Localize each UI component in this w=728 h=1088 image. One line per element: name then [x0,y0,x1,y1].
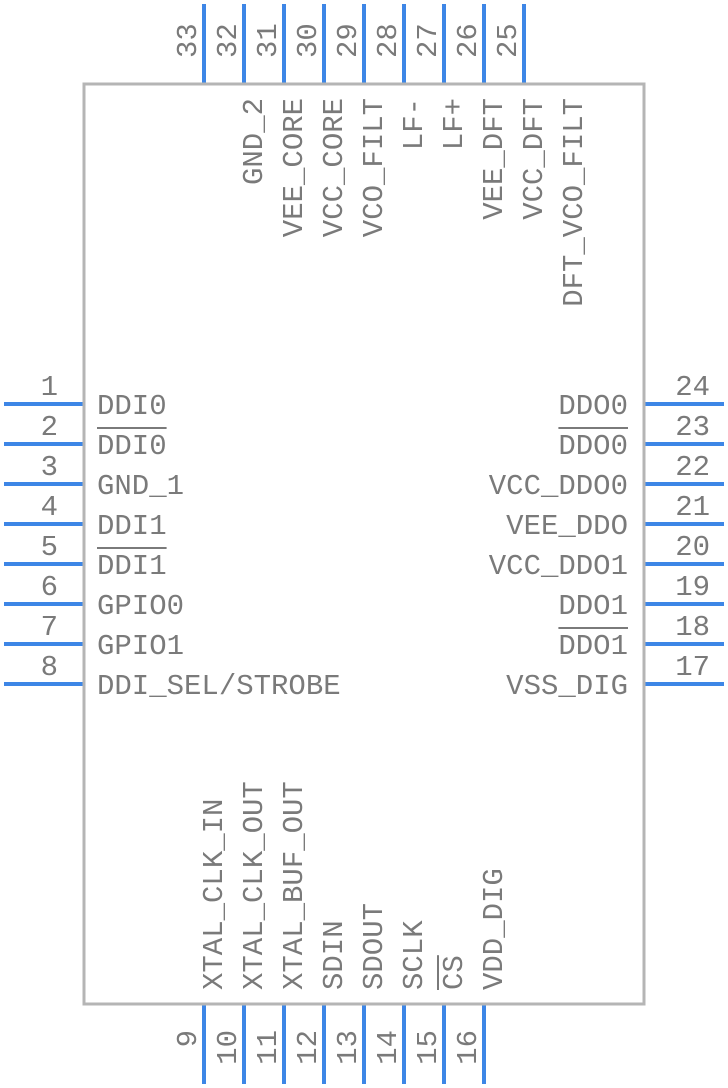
pin-label: VCC_CORE [318,98,351,237]
pin-number: 27 [412,23,445,58]
pin-label: GPIO1 [97,630,184,663]
pin-label: VCC_DFT [518,98,551,220]
pin-label: VSS_DIG [506,670,628,703]
pin-number: 21 [675,491,710,524]
pin-label: VEE_DFT [478,98,511,220]
pin-number: 1 [41,371,58,404]
pin-number: 18 [675,611,710,644]
pin-number: 11 [252,1030,285,1065]
pin-label: VEE_CORE [278,98,311,237]
pin-number: 30 [292,23,325,58]
pin-label: SCLK [398,920,431,990]
pin-label: DDO0 [558,390,628,423]
pin-label: VDD_DIG [478,868,511,990]
pin-label: XTAL_BUF_OUT [278,781,311,990]
pin-label: DFT_VCO_FILT [558,98,591,307]
pin-label: DDI1 [97,510,167,543]
pin-number: 31 [252,23,285,58]
pin-number: 13 [332,1030,365,1065]
pin-number: 26 [452,23,485,58]
pin-number: 33 [172,23,205,58]
pin-label: GPIO0 [97,590,184,623]
pin-number: 15 [412,1030,445,1065]
pin-number: 17 [675,651,710,684]
pin-label: XTAL_CLK_OUT [238,781,271,990]
pin-number: 4 [41,491,58,524]
pin-number: 7 [41,611,58,644]
pin-number: 25 [492,23,525,58]
labels-layer: 1DDI02DDI03GND_14DDI15DDI16GPIO07GPIO18D… [41,23,710,1065]
pin-label: GND_2 [238,98,271,185]
pin-label: CS [438,955,471,990]
pin-label: SDOUT [358,903,391,990]
pin-number: 12 [292,1030,325,1065]
pins-layer [4,4,724,1084]
pin-number: 32 [212,23,245,58]
pin-label: VCC_DDO0 [489,470,628,503]
pin-number: 28 [372,23,405,58]
pin-number: 20 [675,531,710,564]
pin-label: LF- [398,98,431,150]
pin-number: 8 [41,651,58,684]
pin-number: 3 [41,451,58,484]
pin-number: 16 [452,1030,485,1065]
pin-label: VCC_DDO1 [489,550,628,583]
pin-label: DDI1 [97,550,167,583]
component-body [82,82,646,1006]
pin-label: DDI0 [97,390,167,423]
pin-number: 23 [675,411,710,444]
pin-label: DDO1 [558,590,628,623]
pin-label: XTAL_CLK_IN [198,799,231,990]
pin-label: DDO1 [558,630,628,663]
pin-number: 2 [41,411,58,444]
pin-label: GND_1 [97,470,184,503]
pin-number: 9 [172,1030,205,1047]
pin-number: 6 [41,571,58,604]
pin-label: VEE_DDO [506,510,628,543]
pin-number: 29 [332,23,365,58]
pin-number: 22 [675,451,710,484]
pin-number: 10 [212,1030,245,1065]
pin-label: DDI0 [97,430,167,463]
pin-label: DDI_SEL/STROBE [97,670,341,703]
pin-label: LF+ [438,98,471,150]
pin-number: 5 [41,531,58,564]
pin-number: 19 [675,571,710,604]
pin-number: 24 [675,371,710,404]
pin-number: 14 [372,1030,405,1065]
pin-label: VCO_FILT [358,98,391,237]
pin-label: SDIN [318,920,351,990]
pin-label: DDO0 [558,430,628,463]
